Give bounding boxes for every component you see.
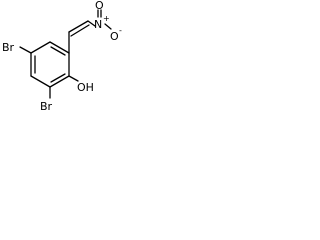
molecule-structure: Br Br OH N + O O - — [2, 0, 122, 113]
oxygen-charge: - — [119, 26, 122, 35]
vinyl-double-bond-1 — [68, 20, 89, 33]
ring-bond-top — [49, 41, 70, 54]
ring-double-bond-inner-2 — [50, 73, 66, 83]
atom-hydroxyl: OH — [77, 81, 94, 94]
benzene-ring — [30, 41, 70, 88]
ring-double-bond-inner-1 — [50, 46, 66, 56]
atom-br-bottom: Br — [40, 100, 53, 113]
vinyl-n-bond — [87, 20, 96, 27]
n-o-single-bond — [104, 23, 112, 30]
atom-br-left: Br — [2, 41, 15, 54]
vinyl-double-bond-2 — [70, 24, 90, 37]
ring-bond-left-upper — [30, 41, 51, 54]
c-oh-bond — [68, 75, 79, 82]
ring-bond-right-lower — [49, 75, 70, 88]
ring-bond-bottom — [30, 75, 51, 88]
nitrogen-charge: + — [103, 14, 110, 23]
atom-nitrogen: N — [94, 18, 102, 31]
atom-oxygen-right: O — [110, 30, 119, 43]
c-br-bond-left — [19, 46, 32, 54]
atom-oxygen-top: O — [95, 0, 104, 12]
